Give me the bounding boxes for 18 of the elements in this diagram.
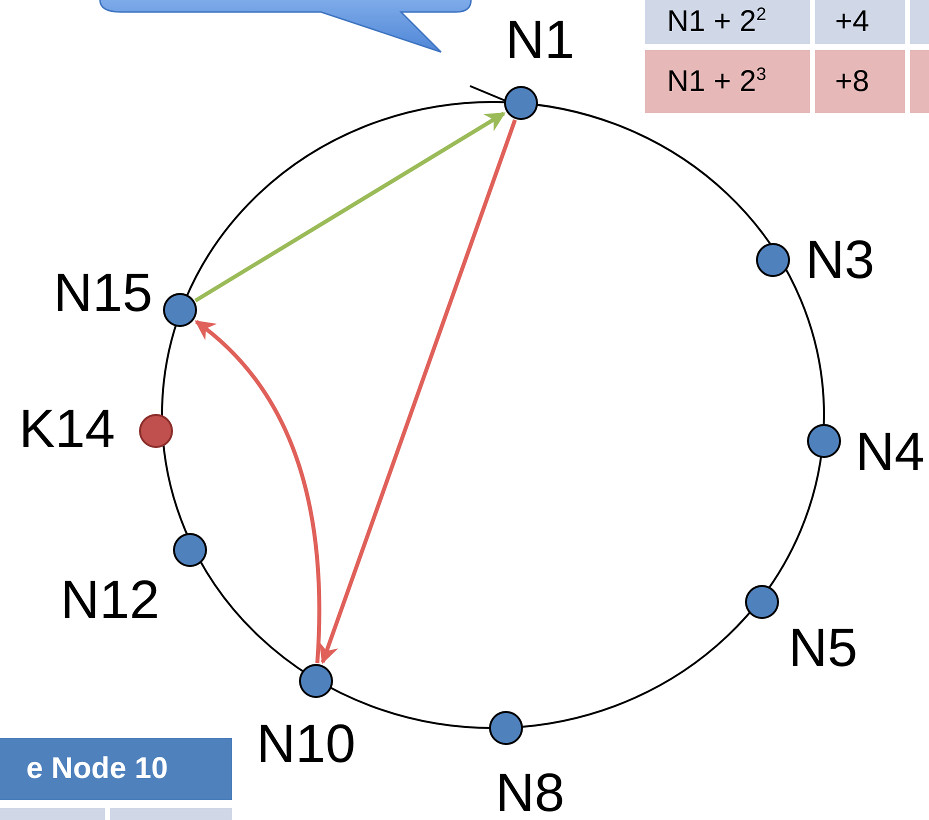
node-label: N5: [788, 621, 858, 675]
arrow: [194, 112, 506, 302]
arrow: [194, 320, 322, 664]
node-label: N12: [60, 573, 160, 627]
node-label: N15: [53, 266, 153, 320]
node-label: N10: [256, 717, 356, 771]
node-label: N1: [505, 13, 575, 67]
table-cell: +8: [815, 50, 905, 113]
table-header: e Node 10: [0, 738, 232, 800]
speech-bubble: [99, 0, 472, 53]
node-label: N4: [855, 425, 925, 479]
node-label: N8: [495, 766, 565, 820]
arrow: [319, 119, 517, 664]
table-cell: N1 + 2$^{3}$: [645, 50, 810, 113]
table-cell: +4: [815, 0, 905, 44]
node-label: N3: [805, 233, 875, 287]
table-cell: N1 + 2$^{2}$: [645, 0, 810, 44]
node-label: K14: [18, 402, 116, 456]
